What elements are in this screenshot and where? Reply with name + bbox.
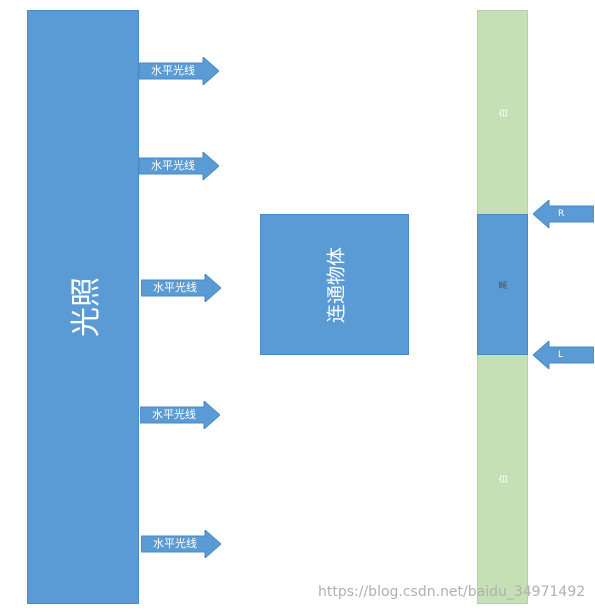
horizontal-ray-arrow-3: 水平光线 [141,274,221,302]
sensor-arrow-r: R [533,200,594,228]
connected-object-label: 连通物体 [325,246,347,323]
strip-black-label: 黑 [499,279,509,290]
horizontal-ray-label-1: 水平光线 [151,64,195,77]
strip-white-top-segment: 白 [477,10,528,214]
light-source-label: 光照 [69,277,104,337]
horizontal-ray-label-3: 水平光线 [153,281,197,294]
horizontal-ray-arrow-1: 水平光线 [139,57,219,85]
strip-white-bottom-label: 白 [499,474,509,484]
sensor-label-l: L [558,350,564,360]
connected-object-block: 连通物体 [260,214,409,355]
light-source-block: 光照 [27,10,139,604]
horizontal-ray-arrow-5: 水平光线 [141,530,221,558]
watermark-url: https://blog.csdn.net/baidu_34971492 [318,584,586,600]
strip-white-top-label: 白 [499,107,509,118]
horizontal-ray-label-4: 水平光线 [152,408,196,421]
horizontal-ray-label-2: 水平光线 [151,159,195,172]
horizontal-ray-arrow-4: 水平光线 [140,401,220,429]
strip-white-bottom-segment: 白 [477,355,528,604]
horizontal-ray-label-5: 水平光线 [153,537,197,550]
strip-black-segment: 黑 [477,214,528,355]
sensor-arrow-l: L [533,341,594,369]
horizontal-ray-arrow-2: 水平光线 [139,152,219,180]
sensor-label-r: R [558,209,565,219]
